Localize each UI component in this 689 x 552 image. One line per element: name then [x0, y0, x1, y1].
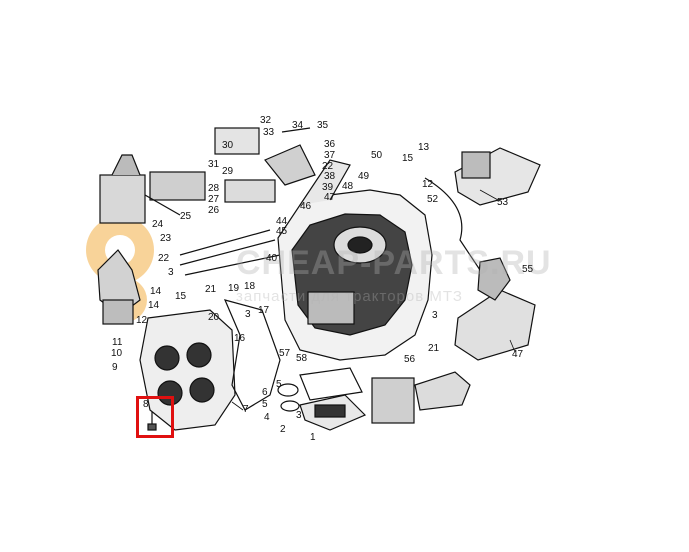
part-label: 32 [260, 115, 272, 126]
part-label: 13 [418, 142, 430, 153]
part-label: 7 [243, 404, 249, 415]
part-label: 21 [428, 343, 440, 354]
side-cover [454, 257, 536, 361]
part-label: 39 [322, 182, 334, 193]
part-label: 20 [208, 312, 220, 323]
part-label: 15 [175, 291, 187, 302]
part-label: 12 [136, 315, 148, 326]
part-label: 16 [234, 333, 246, 344]
part-label: 25 [180, 211, 192, 222]
part-label: 12 [422, 179, 434, 190]
part-label: 3 [168, 267, 174, 278]
part-label: 45 [276, 226, 288, 237]
part-label-8: 8 [143, 399, 149, 410]
part-label: 35 [317, 120, 329, 131]
part-label: 57 [279, 348, 291, 359]
part-label: 36 [324, 139, 336, 150]
part-label: 3 [296, 410, 302, 421]
part-label: 49 [358, 171, 370, 182]
hydraulic-pump [371, 371, 471, 424]
part-label: 37 [324, 150, 336, 161]
highlight-box-part-8 [136, 396, 174, 438]
part-label: 1 [310, 432, 316, 443]
part-label: 56 [404, 354, 416, 365]
part-label: 34 [292, 120, 304, 131]
leader-lines [231, 189, 516, 411]
part-label: 48 [342, 181, 354, 192]
part-label: 5 [276, 379, 282, 390]
part-label: 46 [300, 201, 312, 212]
part-label: 50 [371, 150, 383, 161]
part-label: 40 [266, 253, 278, 264]
part-label: 19 [228, 283, 240, 294]
part-label: 14 [150, 286, 162, 297]
gasket [223, 299, 281, 411]
part-label: 11 [112, 337, 123, 348]
shift-levers [179, 127, 316, 276]
part-label: 30 [222, 140, 234, 151]
part-label: 4 [264, 412, 270, 423]
part-label: 55 [522, 264, 534, 275]
part-label: 58 [296, 353, 308, 364]
transmission-housing [277, 159, 433, 361]
part-label: 27 [208, 194, 220, 205]
part-label: 53 [497, 197, 509, 208]
part-label: 17 [258, 305, 270, 316]
inspection-cover [277, 367, 367, 431]
pump-assembly [97, 249, 141, 325]
bolt-part-8 [147, 412, 157, 431]
part-label: 24 [152, 219, 164, 230]
part-label: 29 [222, 166, 234, 177]
part-label: 33 [263, 127, 275, 138]
part-label: 26 [208, 205, 220, 216]
part-label: 21 [205, 284, 217, 295]
part-label: 9 [112, 362, 118, 373]
part-label: 22 [158, 253, 170, 264]
part-label: 5 [262, 399, 268, 410]
part-label: 15 [402, 153, 414, 164]
part-label: 14 [148, 300, 160, 311]
part-label: 18 [244, 281, 256, 292]
part-label: 10 [111, 348, 123, 359]
part-label: 22 [322, 161, 334, 172]
part-label: 47 [324, 192, 336, 203]
top-cover [424, 147, 541, 271]
part-label: 38 [324, 171, 336, 182]
part-label: 52 [427, 194, 439, 205]
part-label: 2 [280, 424, 286, 435]
front-cover-plate [139, 309, 236, 431]
part-label: 31 [208, 159, 220, 170]
part-label: 3 [432, 310, 438, 321]
part-label: 44 [276, 216, 288, 227]
part-label: 6 [262, 387, 268, 398]
control-valve-assembly [99, 154, 206, 224]
part-label: 28 [208, 183, 220, 194]
part-label: 3 [245, 309, 251, 320]
part-label: 23 [160, 233, 172, 244]
part-label: 47 [512, 349, 524, 360]
